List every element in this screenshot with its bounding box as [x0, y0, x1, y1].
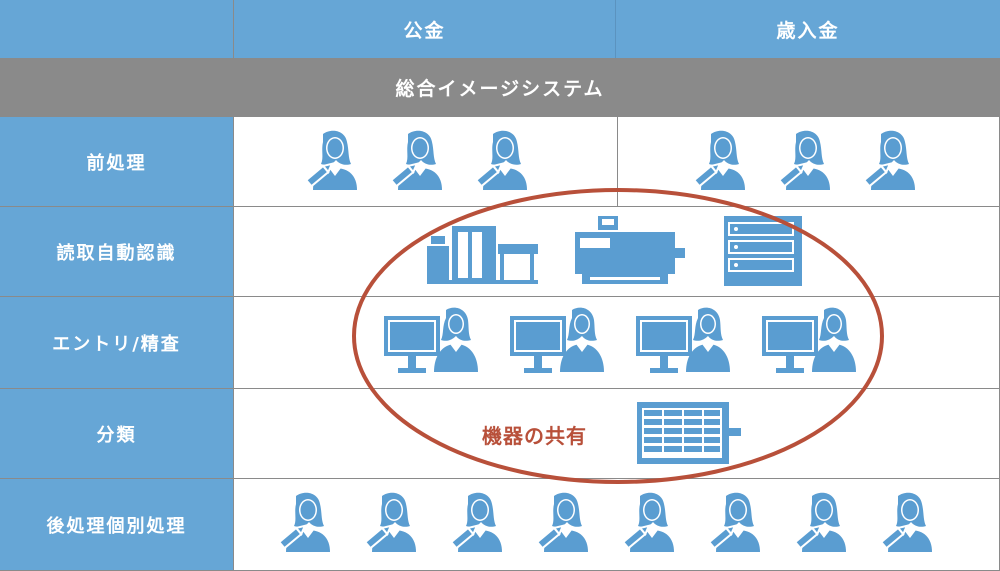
worker-icon — [863, 129, 916, 191]
operator-terminal-icon — [636, 307, 730, 373]
worker-icon — [778, 129, 831, 191]
sorter-machine-icon — [427, 226, 538, 284]
grid-line — [0, 116, 1000, 117]
grid-line — [615, 0, 616, 58]
header-sainyukin: 歳入金 — [616, 0, 1000, 58]
worker-icon — [622, 491, 675, 553]
worker-icon — [536, 491, 589, 553]
shared-equipment-label: 機器の共有 — [482, 424, 587, 448]
worker-icon — [278, 491, 331, 553]
worker-icon — [693, 129, 746, 191]
operator-terminal-icon — [762, 307, 856, 373]
operator-terminal-icon — [384, 307, 478, 373]
grid-line — [0, 296, 1000, 297]
operator-terminal-icon — [510, 307, 604, 373]
row-label-postprocess: 後処理個別処理 — [0, 479, 233, 571]
sorting-cabinet-icon — [637, 402, 741, 464]
worker-icon — [708, 491, 761, 553]
worker-icon — [794, 491, 847, 553]
header-kokin: 公金 — [234, 0, 615, 58]
printer-machine-icon — [575, 216, 685, 284]
worker-icon — [880, 491, 933, 553]
grid-line — [0, 388, 1000, 389]
row-label-preprocess: 前処理 — [0, 117, 233, 206]
worker-icon — [305, 129, 358, 191]
row-label-classify: 分類 — [0, 389, 233, 478]
grid-line — [0, 478, 1000, 479]
worker-icon — [450, 491, 503, 553]
header-corner — [0, 0, 233, 58]
server-rack-icon — [724, 216, 802, 286]
row-label-entry: エントリ/精査 — [0, 297, 233, 388]
system-bar: 総合イメージシステム — [0, 59, 1000, 116]
worker-icon — [364, 491, 417, 553]
grid-line — [0, 58, 1000, 59]
grid-line — [233, 0, 234, 571]
worker-icon — [475, 129, 528, 191]
grid-line — [617, 117, 618, 207]
row-label-ocr: 読取自動認識 — [0, 207, 233, 296]
worker-icon — [390, 129, 443, 191]
shared-equipment-ellipse — [352, 188, 884, 484]
